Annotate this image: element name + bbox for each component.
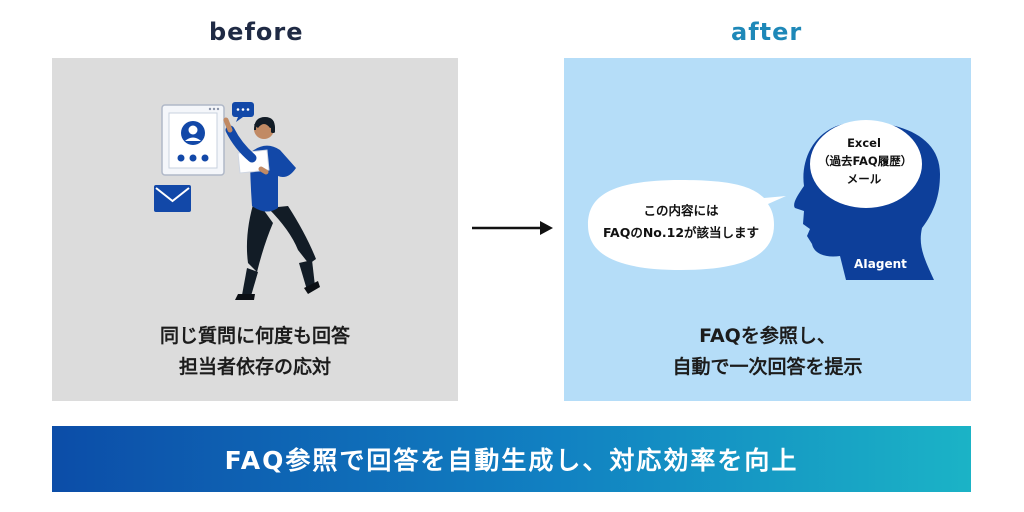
head-line1: Excel [847, 136, 881, 150]
mail-icon [154, 185, 191, 212]
chat-bubble-icon [232, 102, 254, 122]
after-illustration [588, 120, 940, 280]
before-caption-line2: 担当者依存の応対 [178, 356, 331, 378]
after-caption-line2: 自動で一次回答を提示 [672, 356, 863, 378]
after-caption: FAQを参照し、 自動で一次回答を提示 [564, 321, 971, 383]
before-panel: 同じ質問に何度も回答 担当者依存の応対 [52, 58, 458, 401]
before-illustration [154, 102, 320, 300]
head-line3: メール [846, 172, 882, 186]
after-caption-line1: FAQを参照し、 [699, 325, 836, 347]
banner-text: FAQ参照で回答を自動生成し、対応効率を向上 [224, 446, 799, 475]
head-bubble-text: Excel （過去FAQ履歴） メール [818, 134, 913, 188]
before-caption: 同じ質問に何度も回答 担当者依存の応対 [52, 321, 458, 383]
summary-banner: FAQ参照で回答を自動生成し、対応効率を向上 [52, 426, 971, 492]
after-panel: この内容には FAQのNo.12が該当します Excel （過去FAQ履歴） メ… [564, 58, 971, 401]
speech-line2: FAQのNo.12が該当します [602, 225, 760, 240]
speech-line1: この内容には [643, 203, 719, 218]
after-title: after [731, 18, 803, 46]
before-caption-line1: 同じ質問に何度も回答 [159, 325, 350, 347]
agent-label: AIagent [854, 257, 907, 271]
arrow-right-icon [472, 221, 553, 235]
before-title: before [209, 18, 304, 46]
speech-bubble [588, 180, 786, 270]
head-line2: （過去FAQ履歴） [818, 154, 913, 168]
contact-card-icon [161, 104, 225, 176]
ai-head-silhouette-icon [794, 120, 940, 280]
speech-bubble-text: この内容には FAQのNo.12が該当します [588, 200, 774, 244]
person-with-headset-illustration [223, 116, 320, 300]
